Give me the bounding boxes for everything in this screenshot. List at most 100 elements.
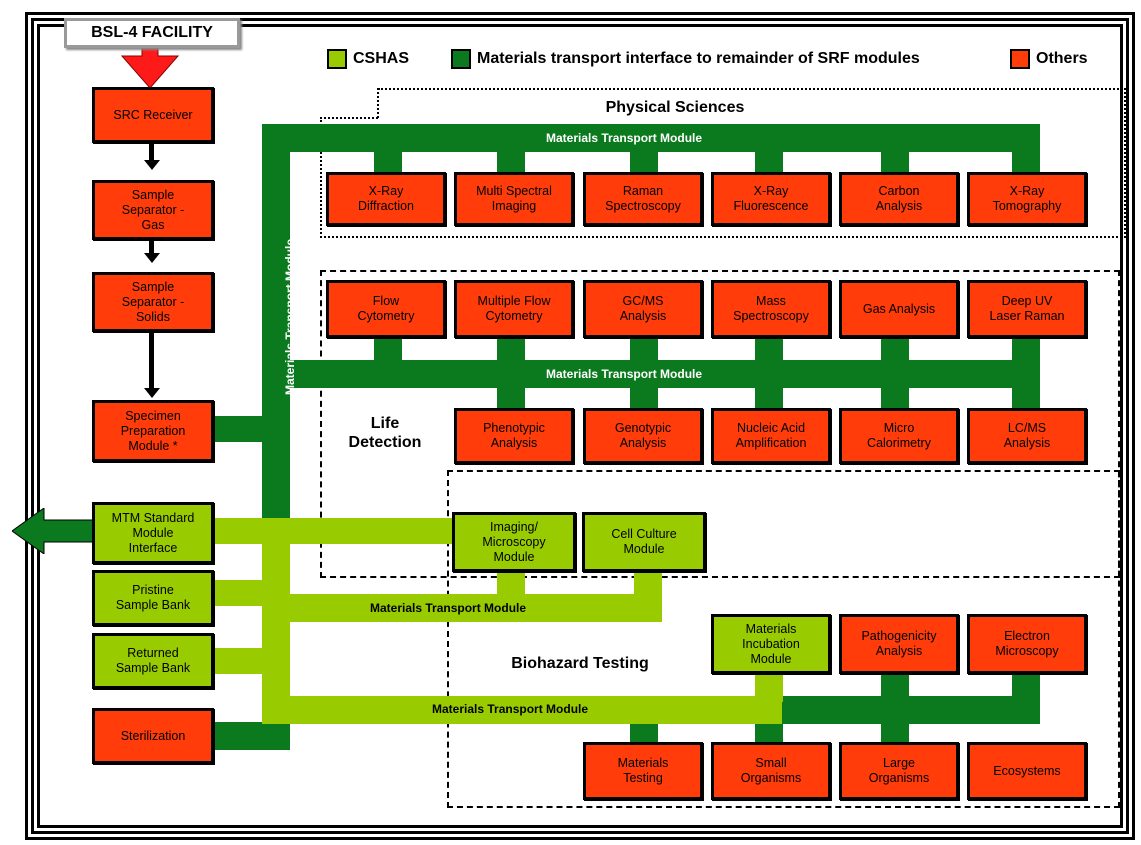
flow-arrow-2 <box>149 240 154 255</box>
bh-transport-bus-dark <box>770 696 1040 724</box>
module-xray-diffraction[interactable]: X-Ray Diffraction <box>326 172 446 226</box>
bh-stub-bot-2 <box>755 720 783 744</box>
module-pristine-sample-bank[interactable]: Pristine Sample Bank <box>92 570 214 626</box>
outer-frame-middle <box>31 18 1129 834</box>
ld-stub-bot-4 <box>881 386 909 410</box>
physical-sciences-border-left <box>320 117 322 238</box>
ps-bus-right-end <box>1012 124 1040 174</box>
physical-sciences-border-top <box>378 88 1126 90</box>
flow-arrowhead-2 <box>144 253 160 263</box>
cshas-transport-bus-1 <box>290 594 662 622</box>
module-sample-separator-gas[interactable]: Sample Separator - Gas <box>92 180 214 240</box>
ps-bus-label: Materials Transport Module <box>546 131 703 145</box>
legend-swatch-transport <box>451 49 471 69</box>
ld-stub-top-2 <box>497 336 525 366</box>
vertical-bus-label: Materials Transport Module <box>283 238 297 396</box>
outer-frame <box>25 12 1135 840</box>
ld-stub-bot-2 <box>630 386 658 410</box>
flow-arrowhead-1 <box>144 160 160 170</box>
legend-label-others: Others <box>1036 50 1088 67</box>
life-detection-region <box>320 270 1120 578</box>
ld-bus-label: Materials Transport Module <box>546 367 703 381</box>
ld-stub-top-6 <box>1012 336 1040 366</box>
module-flow-cytometry[interactable]: Flow Cytometry <box>326 280 446 338</box>
physical-sciences-title: Physical Sciences <box>605 99 745 116</box>
ps-stub-2 <box>497 150 525 174</box>
module-micro-calorimetry[interactable]: Micro Calorimetry <box>839 408 959 464</box>
module-small-organisms[interactable]: Small Organisms <box>711 742 831 800</box>
facility-label: BSL-4 FACILITY <box>64 18 240 48</box>
incubation-stub <box>755 672 783 702</box>
ld-stub-bot-1 <box>497 386 525 410</box>
export-arrow-shape <box>12 508 96 554</box>
module-pathogenicity-analysis[interactable]: Pathogenicity Analysis <box>839 614 959 674</box>
cshas-bus-label-2: Materials Transport Module <box>432 702 589 716</box>
legend-swatch-cshas <box>327 49 347 69</box>
ps-transport-bus <box>262 124 1040 152</box>
module-materials-incubation[interactable]: Materials Incubation Module <box>711 614 831 674</box>
imaging-stub <box>497 570 525 600</box>
ld-stub-top-4 <box>755 336 783 366</box>
module-cell-culture[interactable]: Cell Culture Module <box>582 512 706 572</box>
module-sterilization[interactable]: Sterilization <box>92 708 214 764</box>
module-mass-spectroscopy[interactable]: Mass Spectroscopy <box>711 280 831 338</box>
bh-stub-bot-3 <box>881 720 909 744</box>
life-detection-title: Life Detection <box>348 415 422 451</box>
module-phenotypic-analysis[interactable]: Phenotypic Analysis <box>454 408 574 464</box>
ps-stub-5 <box>881 150 909 174</box>
ps-stub-1 <box>374 150 402 174</box>
returned-connector <box>212 648 272 674</box>
module-multi-spectral-imaging[interactable]: Multi Spectral Imaging <box>454 172 574 226</box>
cshas-bus-label-1: Materials Transport Module <box>370 601 527 615</box>
module-genotypic-analysis[interactable]: Genotypic Analysis <box>583 408 703 464</box>
module-sample-separator-solids[interactable]: Sample Separator - Solids <box>92 272 214 332</box>
module-imaging-microscopy[interactable]: Imaging/ Microscopy Module <box>452 512 576 572</box>
module-deep-uv-laser-raman[interactable]: Deep UV Laser Raman <box>967 280 1087 338</box>
module-nucleic-acid-amplification[interactable]: Nucleic Acid Amplification <box>711 408 831 464</box>
module-raman-spectroscopy[interactable]: Raman Spectroscopy <box>583 172 703 226</box>
mtm-connector <box>212 518 452 544</box>
module-gcms-analysis[interactable]: GC/MS Analysis <box>583 280 703 338</box>
module-multiple-flow-cytometry[interactable]: Multiple Flow Cytometry <box>454 280 574 338</box>
module-ecosystems[interactable]: Ecosystems <box>967 742 1087 800</box>
sterilization-connector <box>212 722 290 750</box>
bh-stub-top-2 <box>881 672 909 698</box>
ld-stub-bot-3 <box>755 386 783 410</box>
biohazard-testing-title: Biohazard Testing <box>511 655 649 672</box>
ld-stub-top-1 <box>374 336 402 366</box>
module-carbon-analysis[interactable]: Carbon Analysis <box>839 172 959 226</box>
ld-stub-top-5 <box>881 336 909 366</box>
module-returned-sample-bank[interactable]: Returned Sample Bank <box>92 633 214 689</box>
module-gas-analysis[interactable]: Gas Analysis <box>839 280 959 338</box>
module-large-organisms[interactable]: Large Organisms <box>839 742 959 800</box>
ld-stub-top-3 <box>630 336 658 366</box>
physical-sciences-border-step <box>377 88 379 118</box>
module-mtm-standard-interface[interactable]: MTM Standard Module Interface <box>92 502 214 564</box>
ld-stub-bot-5 <box>1012 386 1040 410</box>
outer-frame-inner <box>37 24 1123 828</box>
bh-stub-bot-1 <box>630 720 658 744</box>
ps-stub-3 <box>630 150 658 174</box>
flow-arrowhead-3 <box>144 388 160 398</box>
vertical-transport-bus <box>262 124 290 518</box>
module-electron-microscopy[interactable]: Electron Microscopy <box>967 614 1087 674</box>
module-materials-testing[interactable]: Materials Testing <box>583 742 703 800</box>
module-xray-tomography[interactable]: X-Ray Tomography <box>967 172 1087 226</box>
ps-stub-4 <box>755 150 783 174</box>
cshas-transport-bus-2 <box>262 696 782 724</box>
cell-culture-stub <box>634 570 662 600</box>
physical-sciences-border-step2 <box>320 117 378 119</box>
module-specimen-preparation[interactable]: Specimen Preparation Module * <box>92 400 214 462</box>
flow-arrow-1 <box>149 142 154 162</box>
legend-swatch-others <box>1010 49 1030 69</box>
module-xray-fluorescence[interactable]: X-Ray Fluorescence <box>711 172 831 226</box>
module-src-receiver[interactable]: SRC Receiver <box>92 87 214 143</box>
legend-label-cshas: CSHAS <box>353 50 410 67</box>
flow-arrow-3 <box>149 332 154 390</box>
specimen-connector <box>212 416 272 442</box>
module-lcms-analysis[interactable]: LC/MS Analysis <box>967 408 1087 464</box>
biohazard-region <box>447 470 1120 808</box>
cshas-vertical-bus <box>262 518 290 722</box>
legend-label-transport: Materials transport interface to remaind… <box>477 50 920 67</box>
